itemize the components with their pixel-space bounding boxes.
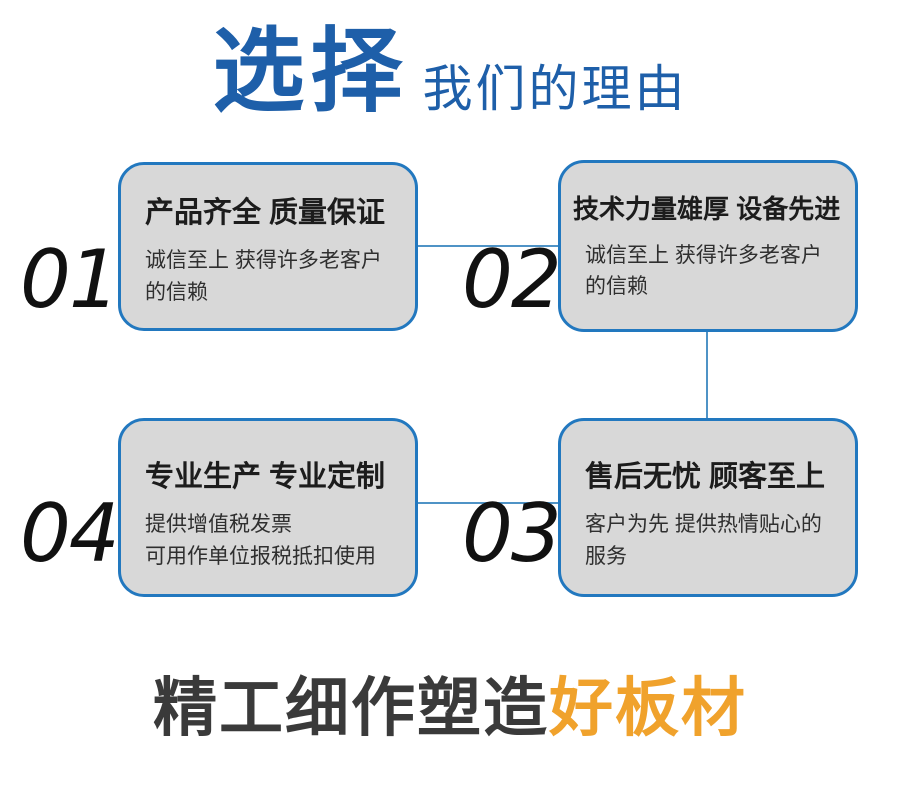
title-secondary-text: 我们的理由 bbox=[422, 60, 688, 117]
card-01-body: 诚信至上 获得许多老客户 的信赖 bbox=[145, 249, 382, 304]
page-title: 选择 我们的理由 bbox=[0, 26, 900, 118]
tagline-highlight-text: 好板材 bbox=[549, 672, 747, 744]
card-02-heading: 技术力量雄厚 设备先进 bbox=[573, 194, 841, 224]
card-04-heading: 专业生产 专业定制 bbox=[145, 461, 386, 493]
step-number-03: 03 bbox=[462, 487, 562, 580]
card-03-body: 客户为先 提供热情贴心的 服务 bbox=[585, 513, 822, 568]
reason-card-03: 售后无忧 顾客至上 客户为先 提供热情贴心的 服务 bbox=[558, 418, 858, 597]
tagline-normal-text: 精工细作塑造 bbox=[153, 672, 549, 744]
card-03-heading: 售后无忧 顾客至上 bbox=[585, 461, 826, 493]
step-number-02: 02 bbox=[462, 233, 562, 326]
step-number-01: 01 bbox=[20, 233, 120, 326]
connector-line-card1-card2 bbox=[416, 245, 560, 247]
step-number-04: 04 bbox=[20, 487, 120, 580]
reason-card-04: 专业生产 专业定制 提供增值税发票 可用作单位报税抵扣使用 bbox=[118, 418, 418, 597]
card-01-heading: 产品齐全 质量保证 bbox=[145, 197, 386, 229]
tagline: 精工细作塑造好板材 bbox=[0, 676, 900, 740]
reason-card-02: 技术力量雄厚 设备先进 诚信至上 获得许多老客户 的信赖 bbox=[558, 160, 858, 332]
title-primary-text: 选择 bbox=[212, 21, 409, 123]
connector-line-card4-card3 bbox=[416, 502, 560, 504]
card-02-body: 诚信至上 获得许多老客户 的信赖 bbox=[585, 243, 822, 299]
card-04-body: 提供增值税发票 可用作单位报税抵扣使用 bbox=[145, 513, 376, 568]
reason-card-01: 产品齐全 质量保证 诚信至上 获得许多老客户 的信赖 bbox=[118, 162, 418, 331]
connector-line-card2-card3 bbox=[706, 331, 708, 419]
